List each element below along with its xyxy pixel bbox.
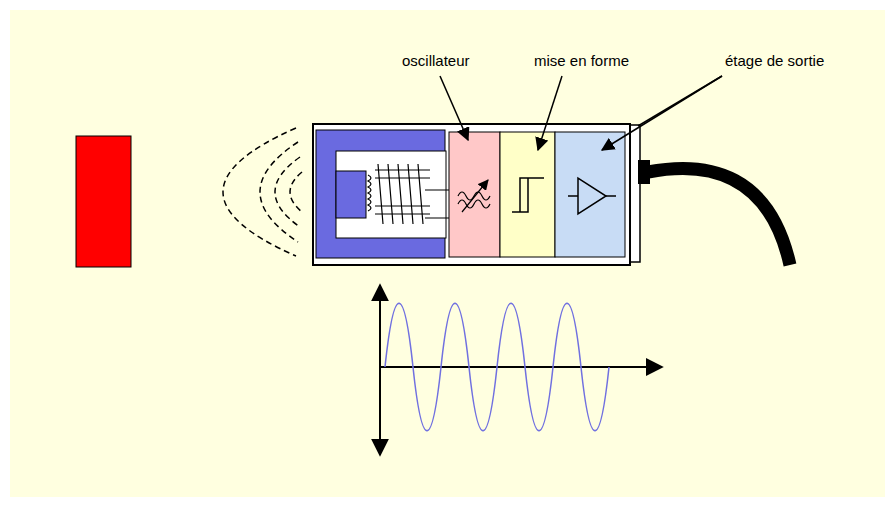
- leader-arrows: [440, 76, 722, 150]
- cable: [648, 168, 790, 265]
- oscillator-symbol: [458, 180, 490, 212]
- leader-line: [638, 76, 722, 126]
- hysteresis-symbol: [512, 178, 544, 212]
- sensor-housing: [313, 124, 630, 265]
- part-label: mise en forme: [532, 52, 631, 70]
- sine-wave: [385, 303, 609, 431]
- oscillator-block: [449, 132, 500, 257]
- part-label: oscillateur: [400, 52, 472, 70]
- leader-arrow: [440, 76, 468, 140]
- graph-axis: [379, 285, 381, 455]
- core-center: [336, 171, 366, 218]
- magnetic-field-lines: [223, 128, 302, 256]
- background-panel: [10, 10, 885, 497]
- leader-arrow: [538, 76, 562, 150]
- graph-axis: [380, 366, 662, 368]
- amplifier-symbol: [568, 178, 616, 214]
- leader-arrow: [602, 76, 722, 150]
- shaping-block: [500, 132, 555, 257]
- output-block: [555, 132, 625, 257]
- coil-winding: [368, 164, 449, 224]
- ferrite-core: [316, 130, 445, 258]
- core-cavity: [336, 151, 446, 238]
- oscillation-graph: [380, 285, 662, 455]
- part-label: étage de sortie: [723, 52, 826, 70]
- metal-target: [76, 136, 131, 267]
